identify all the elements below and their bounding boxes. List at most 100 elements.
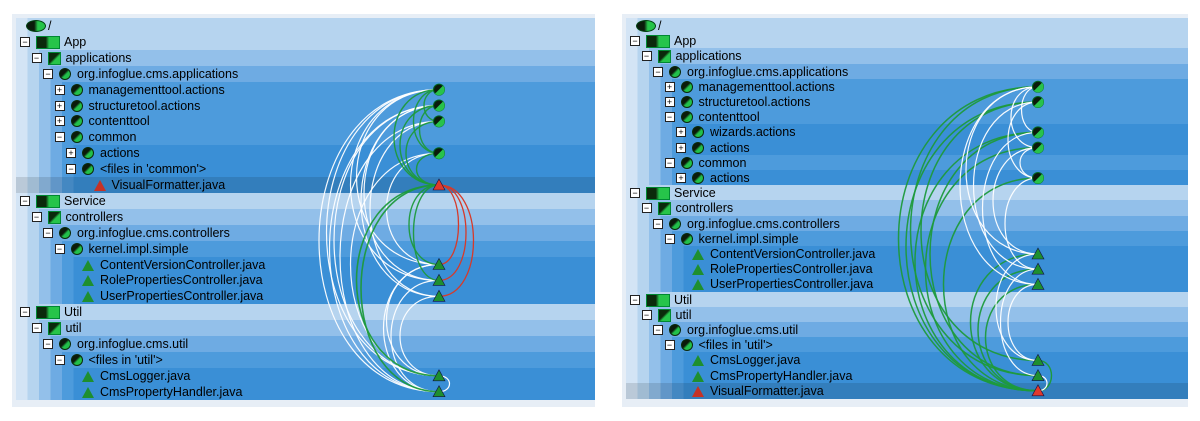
collapse-toggle-icon[interactable]: −: [630, 36, 640, 47]
file-node: [1031, 368, 1045, 381]
collapse-toggle-icon[interactable]: −: [664, 340, 675, 351]
tree-item-label: kernel.impl.simple: [88, 241, 189, 256]
collapse-toggle-icon[interactable]: −: [653, 325, 663, 335]
collapse-toggle-icon[interactable]: −: [630, 294, 640, 305]
dependency-arc: [333, 104, 440, 377]
tree-row-kernel-impl-simple[interactable]: −kernel.impl.simple: [626, 230, 1188, 247]
tree-row-app[interactable]: − App: [16, 33, 595, 50]
dependency-arc: [318, 89, 440, 393]
package-icon: [680, 96, 693, 108]
tree-row-common[interactable]: −common: [16, 129, 595, 146]
expand-toggle-icon[interactable]: +: [66, 148, 76, 159]
tree-row-managementtool-actions[interactable]: +managementtool.actions: [16, 81, 595, 98]
collapse-toggle-icon[interactable]: −: [43, 68, 53, 79]
tree-row-util[interactable]: −Util: [626, 291, 1188, 308]
folder-icon: [657, 50, 671, 64]
expand-toggle-icon[interactable]: +: [664, 81, 675, 92]
tree-row-service[interactable]: − Service: [626, 185, 1188, 202]
tree-row-managementtool-actions[interactable]: +managementtool.actions: [626, 78, 1188, 95]
tree-row-util[interactable]: −util: [626, 306, 1188, 323]
collapse-toggle-icon[interactable]: −: [66, 164, 76, 175]
collapse-toggle-icon[interactable]: −: [664, 233, 675, 244]
tree-row-contenttool[interactable]: +contenttool: [16, 113, 595, 130]
collapse-toggle-icon[interactable]: −: [31, 52, 42, 63]
tree-row-applications[interactable]: −applications: [16, 49, 595, 66]
tree-row-controllers[interactable]: −controllers: [626, 200, 1188, 217]
tree-row-userpropertiescontroller-java[interactable]: UserPropertiesController.java: [16, 288, 595, 305]
tree-row-org-infoglue-cms-applications[interactable]: −org.infoglue.cms.applications: [16, 65, 595, 82]
tree-row-actions[interactable]: +actions: [626, 170, 1188, 186]
dependency-arc: [984, 283, 1039, 392]
tree-row-kernel-impl-simple[interactable]: − kernel.impl.simple: [16, 240, 595, 257]
folder-icon: [47, 322, 61, 336]
collapse-toggle-icon[interactable]: −: [31, 211, 42, 222]
tree-row-files-in-common[interactable]: −<files in 'common'>: [16, 161, 595, 178]
tree-item-label: actions: [710, 140, 750, 155]
tree-item-label: Service: [674, 186, 716, 201]
tree-row-cmspropertyhandler-java[interactable]: CmsPropertyHandler.java: [16, 383, 595, 400]
tree-row-applications[interactable]: −applications: [626, 48, 1188, 65]
changed-file-node: [1031, 384, 1045, 397]
collapse-toggle-icon[interactable]: −: [54, 132, 65, 143]
dependency-arc: [1020, 86, 1039, 133]
tree-item-label: ContentVersionController.java: [100, 257, 266, 272]
collapse-toggle-icon[interactable]: −: [20, 307, 30, 318]
tree-item-label: actions: [100, 146, 140, 161]
collapse-toggle-icon[interactable]: −: [641, 309, 652, 320]
collapse-toggle-icon[interactable]: −: [641, 203, 652, 214]
collapse-toggle-icon[interactable]: −: [54, 354, 65, 365]
collapse-toggle-icon[interactable]: −: [653, 218, 663, 229]
tree-row-controllers[interactable]: −controllers: [16, 208, 595, 225]
collapse-toggle-icon[interactable]: −: [664, 112, 675, 123]
collapse-toggle-icon[interactable]: −: [20, 195, 30, 206]
module-icon: [646, 293, 670, 307]
tree-row-structuretool-actions[interactable]: +structuretool.actions: [16, 97, 595, 114]
tree-row-files-in-util[interactable]: −<files in 'util'>: [626, 337, 1188, 354]
tree-row-org-infoglue-cms-applications[interactable]: −org.infoglue.cms.applications: [626, 63, 1188, 80]
tree-item-label: App: [64, 34, 87, 49]
tree-row-actions[interactable]: + actions: [16, 145, 595, 162]
left-dependency-arcs: [318, 83, 474, 397]
collapse-toggle-icon[interactable]: −: [664, 157, 675, 168]
tree-row-[interactable]: /: [16, 18, 595, 34]
collapse-toggle-icon[interactable]: −: [653, 66, 663, 77]
tree-row-app[interactable]: −App: [626, 33, 1188, 50]
collapse-toggle-icon[interactable]: −: [43, 227, 53, 238]
tree-row-userpropertiescontroller-java[interactable]: UserPropertiesController.java: [626, 276, 1188, 293]
dependency-arc: [399, 104, 440, 186]
tree-row-util[interactable]: −Util: [16, 304, 595, 321]
expand-toggle-icon[interactable]: +: [54, 116, 65, 127]
collapse-toggle-icon[interactable]: −: [630, 188, 640, 199]
tree-row-service[interactable]: −Service: [16, 192, 595, 209]
expand-toggle-icon[interactable]: +: [664, 97, 675, 107]
expand-toggle-icon[interactable]: +: [676, 127, 686, 138]
tree-item-label: RolePropertiesController.java: [710, 262, 873, 277]
tree-row-files-in-util[interactable]: −<files in 'util'>: [16, 351, 595, 368]
tree-row-wizards-actions[interactable]: +wizards.actions: [626, 124, 1188, 141]
collapse-toggle-icon[interactable]: −: [31, 323, 42, 334]
expand-toggle-icon[interactable]: +: [676, 173, 686, 183]
tree-row-util[interactable]: −util: [16, 320, 595, 337]
collapse-toggle-icon[interactable]: −: [43, 339, 53, 349]
tree-row-structuretool-actions[interactable]: +structuretool.actions: [626, 94, 1188, 110]
tree-row-org-infoglue-cms-util[interactable]: −org.infoglue.cms.util: [626, 322, 1188, 338]
tree-row-contenttool[interactable]: −contenttool: [626, 109, 1188, 126]
tree-row-common[interactable]: −common: [626, 154, 1188, 171]
tree-row-contentversioncontroller-java[interactable]: ContentVersionController.java: [16, 256, 595, 273]
collapse-toggle-icon[interactable]: −: [54, 243, 65, 254]
expand-toggle-icon[interactable]: +: [676, 142, 686, 153]
collapse-toggle-icon[interactable]: −: [20, 36, 30, 47]
expand-toggle-icon[interactable]: +: [54, 100, 65, 111]
collapse-toggle-icon[interactable]: −: [641, 51, 652, 62]
java-file-icon: [692, 279, 704, 291]
tree-row-cmspropertyhandler-java[interactable]: CmsPropertyHandler.java: [626, 367, 1188, 384]
tree-row-actions[interactable]: + actions: [626, 139, 1188, 156]
dependency-arc: [1007, 283, 1039, 361]
tree-row-contentversioncontroller-java[interactable]: ContentVersionController.java: [626, 246, 1188, 262]
tree-row-org-infoglue-cms-util[interactable]: −org.infoglue.cms.util: [16, 336, 595, 352]
tree-row-org-infoglue-cms-controllers[interactable]: −org.infoglue.cms.controllers: [16, 224, 595, 241]
expand-toggle-icon[interactable]: +: [54, 84, 65, 95]
tree-row-cmslogger-java[interactable]: CmsLogger.java: [16, 367, 595, 384]
tree-row-[interactable]: /: [626, 18, 1188, 34]
dependency-node: [433, 147, 445, 160]
